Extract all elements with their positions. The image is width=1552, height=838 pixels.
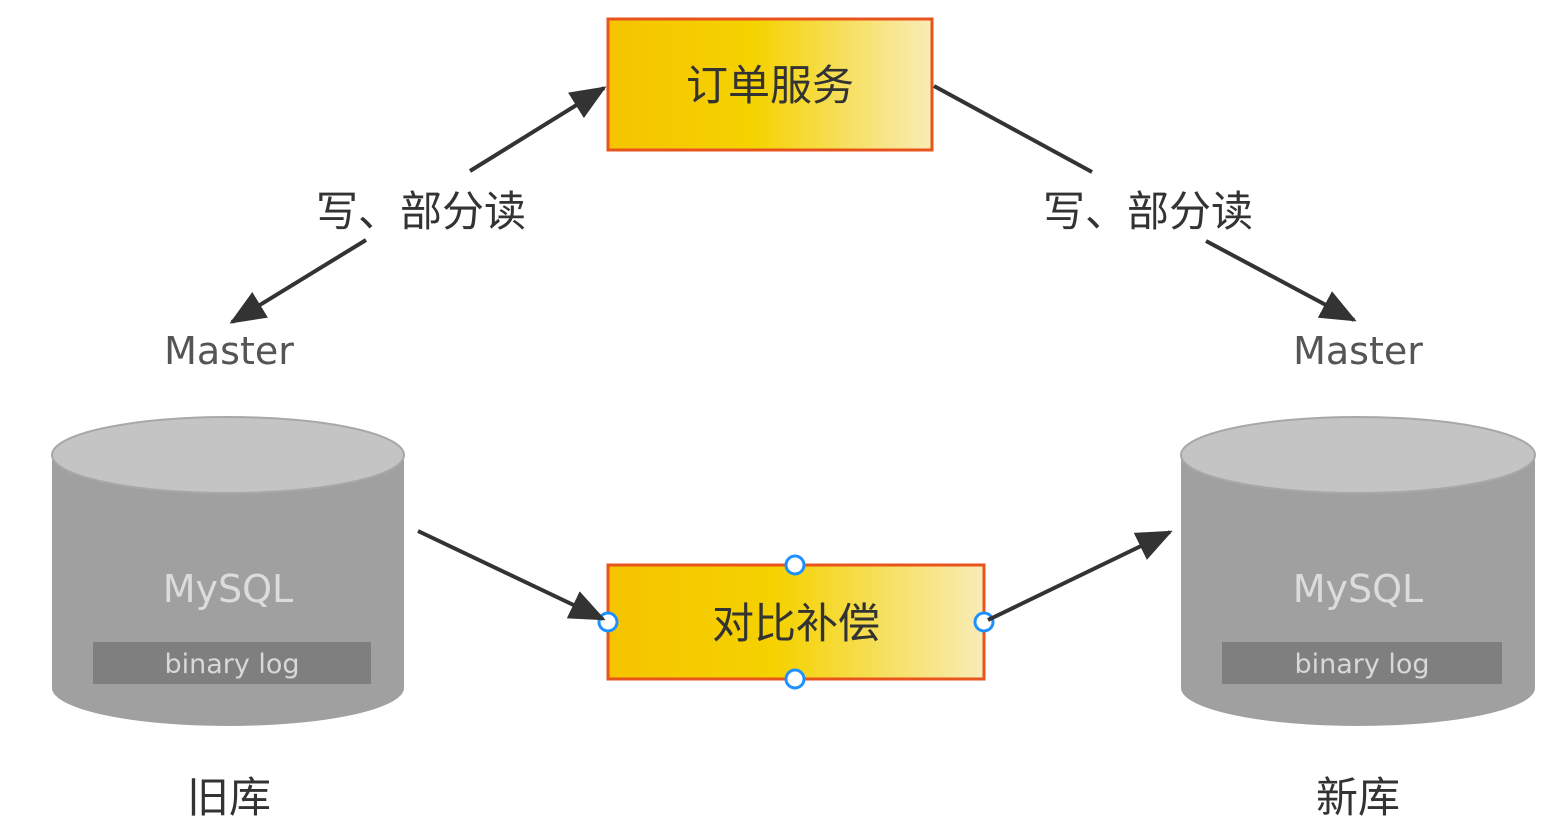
left-edge-arrow-down[interactable] <box>229 238 368 324</box>
connection-handle-right[interactable] <box>973 611 995 633</box>
old-db-log-band <box>93 642 371 684</box>
left-edge[interactable]: 写、部分读 <box>229 86 607 324</box>
right-edge-line-top[interactable] <box>933 84 1093 174</box>
right-edge-arrow-down[interactable] <box>1205 239 1357 322</box>
new-db-role-label: Master <box>1293 329 1423 373</box>
connection-handle-top[interactable] <box>784 554 806 576</box>
connection-handle-left[interactable] <box>597 611 619 633</box>
right-edge-label: 写、部分读 <box>1043 187 1253 236</box>
old-db-caption: 旧库 <box>187 773 271 822</box>
old-db-to-compare-arrow[interactable] <box>417 529 606 621</box>
order-service-label: 订单服务 <box>686 61 854 110</box>
new-db-log-band <box>1222 642 1502 684</box>
connection-handle-bottom[interactable] <box>784 668 806 690</box>
new-db-log-label: binary log <box>1294 649 1429 680</box>
order-service-node[interactable]: 订单服务 <box>606 17 934 152</box>
compare-compensate-node[interactable]: 对比补偿 <box>597 554 995 690</box>
old-db-node[interactable]: Master MySQL binary log 旧库 <box>51 329 405 822</box>
left-edge-arrow-up[interactable] <box>468 86 607 173</box>
right-edge[interactable]: 写、部分读 <box>933 84 1357 322</box>
compare-compensate-box[interactable] <box>606 563 986 681</box>
old-db-log-label: binary log <box>164 649 299 680</box>
new-db-engine-label: MySQL <box>1293 567 1423 611</box>
order-service-box[interactable] <box>606 17 934 152</box>
new-db-caption: 新库 <box>1316 773 1400 822</box>
old-db-engine-label: MySQL <box>163 567 293 611</box>
left-edge-label: 写、部分读 <box>316 187 526 236</box>
compare-compensate-label: 对比补偿 <box>712 599 880 648</box>
compare-to-new-db-arrow[interactable] <box>987 530 1173 622</box>
new-db-node[interactable]: Master MySQL binary log 新库 <box>1180 329 1536 822</box>
old-db-role-label: Master <box>164 329 294 373</box>
